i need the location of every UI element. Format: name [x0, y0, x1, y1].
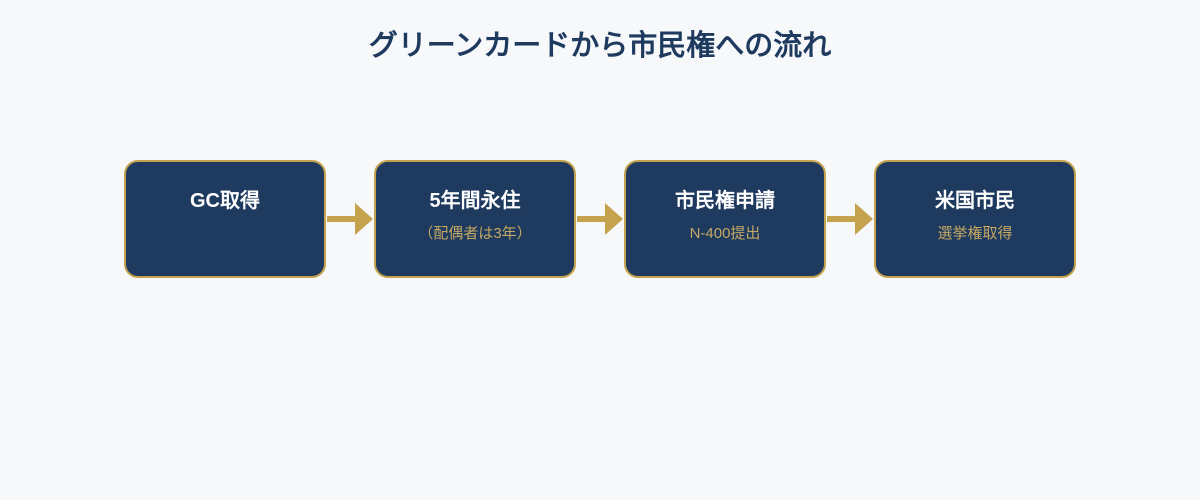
- flow-node-label: 5年間永住: [429, 190, 521, 212]
- flow-node-us-citizen: 米国市民 選挙権取得: [874, 160, 1076, 278]
- right-arrow-icon: [577, 203, 623, 235]
- right-arrow-icon: [327, 203, 373, 235]
- flowchart: GC取得 5年間永住 （配偶者は3年） 市民権申請 N-400提出 米国市民 選…: [0, 160, 1200, 278]
- flow-node-citizenship-application: 市民権申請 N-400提出: [624, 160, 826, 278]
- flow-node-permanent-residence: 5年間永住 （配偶者は3年）: [374, 160, 576, 278]
- flow-node-label: 市民権申請: [675, 190, 775, 212]
- flow-node-sublabel: 選挙権取得: [937, 225, 1013, 242]
- page-title: グリーンカードから市民権への流れ: [368, 30, 832, 62]
- flow-node-sublabel: N-400提出: [689, 225, 761, 242]
- right-arrow-icon: [827, 203, 873, 235]
- flow-node-label: GC取得: [190, 190, 260, 212]
- flow-node-sublabel: （配偶者は3年）: [418, 225, 532, 242]
- flow-node-gc-acquisition: GC取得: [124, 160, 326, 278]
- flow-node-label: 米国市民: [935, 190, 1015, 212]
